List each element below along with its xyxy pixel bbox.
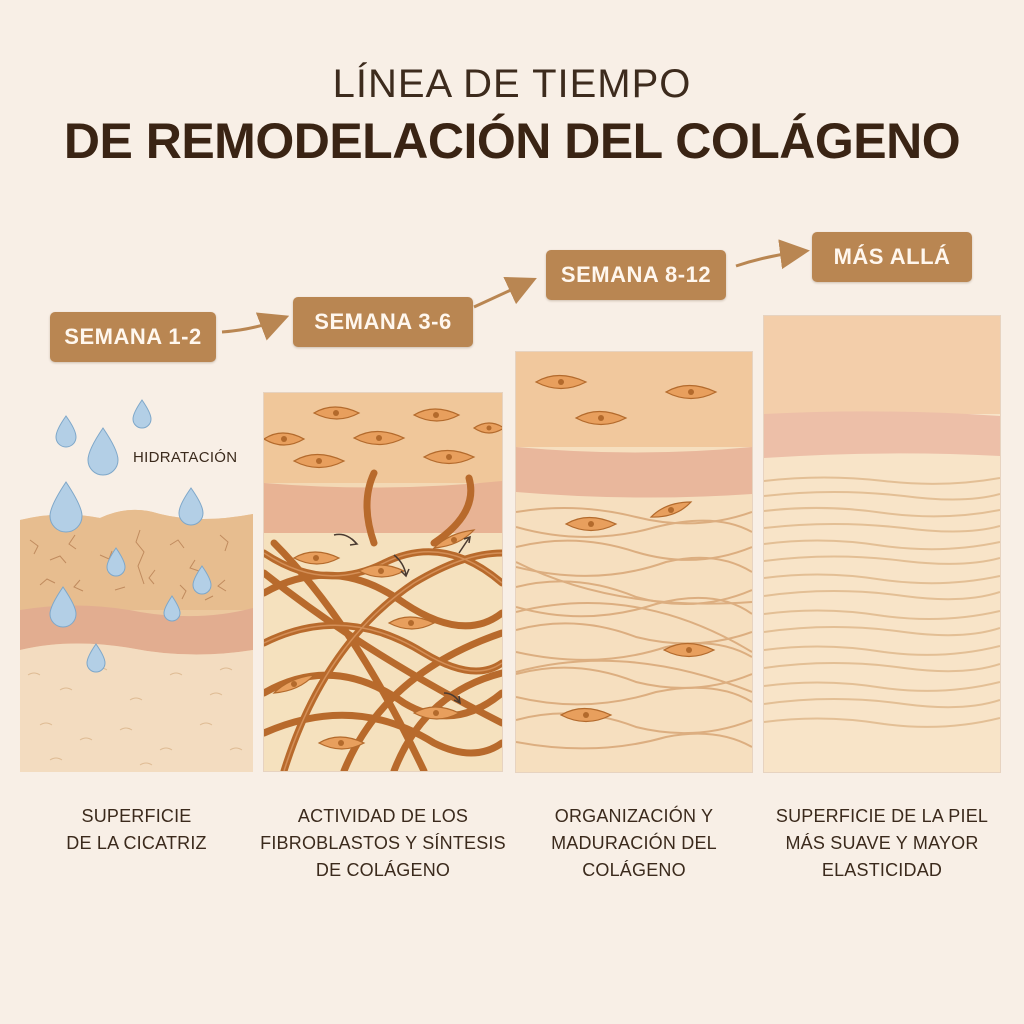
- panel-scar-surface: [20, 500, 253, 772]
- arrow-icon: [222, 320, 278, 332]
- caption-line: DE LA CICATRIZ: [20, 830, 253, 857]
- badge-semana-8-12: SEMANA 8-12: [546, 250, 726, 300]
- caption-line: SUPERFICIE DE LA PIEL: [762, 803, 1002, 830]
- panel-fibroblast-activity: [264, 393, 502, 771]
- caption-line: ACTIVIDAD DE LOS: [254, 803, 512, 830]
- caption-line: COLÁGENO: [512, 857, 756, 884]
- droplet-icon: [88, 428, 118, 475]
- caption-line: FIBROBLASTOS Y SÍNTESIS: [254, 830, 512, 857]
- droplet-icon: [133, 400, 151, 428]
- badge-semana-1-2: SEMANA 1-2: [50, 312, 216, 362]
- caption-stage-2: ACTIVIDAD DE LOS FIBROBLASTOS Y SÍNTESIS…: [254, 803, 512, 884]
- caption-stage-1: SUPERFICIE DE LA CICATRIZ: [20, 803, 253, 857]
- caption-line: MADURACIÓN DEL: [512, 830, 756, 857]
- title-line-2: DE REMODELACIÓN DEL COLÁGENO: [0, 112, 1024, 170]
- caption-stage-3: ORGANIZACIÓN Y MADURACIÓN DEL COLÁGENO: [512, 803, 756, 884]
- badge-semana-3-6: SEMANA 3-6: [293, 297, 473, 347]
- arrow-icon: [736, 252, 798, 266]
- title-line-1: LÍNEA DE TIEMPO: [0, 62, 1024, 107]
- caption-line: MÁS SUAVE Y MAYOR: [762, 830, 1002, 857]
- caption-stage-4: SUPERFICIE DE LA PIEL MÁS SUAVE Y MAYOR …: [762, 803, 1002, 884]
- droplet-icon: [56, 416, 76, 447]
- caption-line: DE COLÁGENO: [254, 857, 512, 884]
- caption-line: ELASTICIDAD: [762, 857, 1002, 884]
- hydration-label: HIDRATACIÓN: [133, 449, 237, 466]
- panel-collagen-maturation: [516, 352, 752, 772]
- arrow-icon: [474, 283, 526, 307]
- panel-smoother-skin: [764, 316, 1000, 772]
- caption-line: SUPERFICIE: [20, 803, 253, 830]
- caption-line: ORGANIZACIÓN Y: [512, 803, 756, 830]
- badge-mas-alla: MÁS ALLÁ: [812, 232, 972, 282]
